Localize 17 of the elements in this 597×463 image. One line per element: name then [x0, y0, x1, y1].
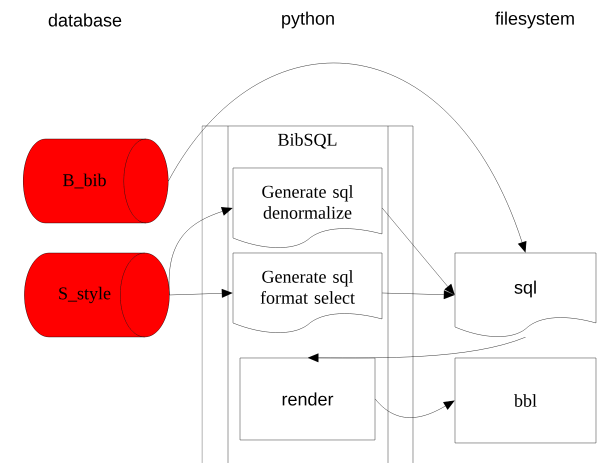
arrow: [382, 290, 454, 300]
process-box: bbl: [454, 358, 596, 444]
column-heading: python: [282, 12, 334, 28]
process-box: render: [240, 358, 376, 440]
database-cylinder: B_bib: [23, 138, 168, 224]
arrow: [375, 398, 455, 418]
document-shape: sql: [454, 252, 596, 337]
arrow: [308, 336, 526, 362]
arrow: [169, 288, 232, 298]
arrow: [382, 208, 455, 295]
arrow: [168, 207, 232, 296]
arrow: [168, 64, 526, 252]
column-heading: database: [48, 13, 122, 27]
document-shape: Generate sql format select: [232, 252, 382, 333]
column-heading: filesystem: [495, 12, 574, 28]
document-shape: Generate sql denormalize: [232, 168, 382, 248]
database-cylinder: S_style: [24, 252, 170, 338]
